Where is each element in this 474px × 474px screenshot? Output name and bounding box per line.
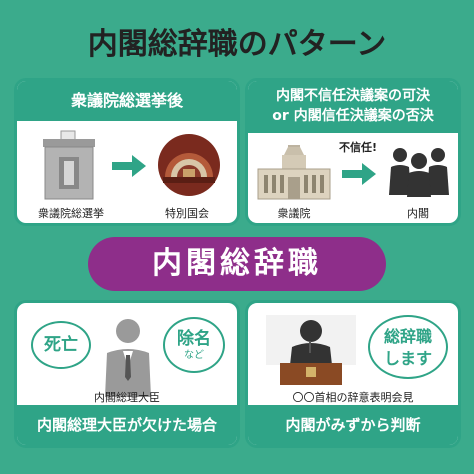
- bottom-band: [0, 452, 474, 474]
- arrow-right-icon: [112, 155, 146, 177]
- bubble-death-text: 死亡: [44, 335, 78, 355]
- panel-no-confidence: 内閣不信任決議案の可決 or 内閣信任決議案の否決 不信任! 衆議院 内閣: [245, 78, 461, 226]
- panel-heading: 内閣不信任決議案の可決 or 内閣信任決議案の否決: [248, 81, 458, 133]
- panel-heading: 衆議院総選挙後: [17, 81, 237, 121]
- page-title: 内閣総辞職のパターン: [87, 27, 387, 62]
- bubble-resign-line-1: 総辞職: [383, 327, 432, 346]
- bubble-resign: 総辞職 します: [368, 315, 448, 379]
- diet-chamber-icon: [158, 134, 220, 196]
- bubble-expulsion: 除名 など: [163, 317, 225, 373]
- panel-footer: 内閣総理大臣が欠けた場合: [17, 405, 237, 445]
- press-conference-icon: [266, 315, 356, 385]
- prime-minister-icon: [105, 319, 151, 397]
- bubble-death: 死亡: [31, 321, 91, 369]
- heading-line-1: 内閣不信任決議案の可決: [276, 88, 430, 104]
- diet-building-icon: [257, 145, 331, 200]
- caption-prime-minister: 内閣総理大臣: [94, 391, 160, 404]
- caption-general-election: 衆議院総選挙: [38, 207, 104, 220]
- cabinet-people-icon: [389, 148, 449, 197]
- caption-press-conference: 〇〇首相の辞意表明会見: [292, 391, 414, 404]
- bubble-expulsion-text: 除名: [177, 329, 211, 349]
- arrow-label: 不信任!: [338, 141, 378, 154]
- ballot-box-icon: [43, 130, 95, 200]
- caption-house: 衆議院: [277, 207, 311, 220]
- arrow-right-icon: [342, 163, 376, 185]
- caption-cabinet: 内閣: [407, 207, 429, 220]
- bubble-expulsion-small: など: [184, 350, 204, 361]
- heading-line-2: or 内閣信任決議案の否決: [272, 108, 434, 124]
- panel-voluntary-resignation: 総辞職 します 〇〇首相の辞意表明会見 内閣がみずから判断: [245, 300, 461, 448]
- panel-general-election: 衆議院総選挙後 衆議院総選挙 特別国会: [14, 78, 240, 226]
- panel-footer: 内閣がみずから判断: [248, 405, 458, 445]
- caption-special-session: 特別国会: [165, 207, 209, 220]
- cabinet-resignation-label: 内閣総辞職: [88, 237, 386, 291]
- bubble-resign-line-2: します: [383, 349, 432, 368]
- panel-pm-vacancy: 死亡 除名 など 内閣総理大臣 内閣総理大臣が欠けた場合: [14, 300, 240, 448]
